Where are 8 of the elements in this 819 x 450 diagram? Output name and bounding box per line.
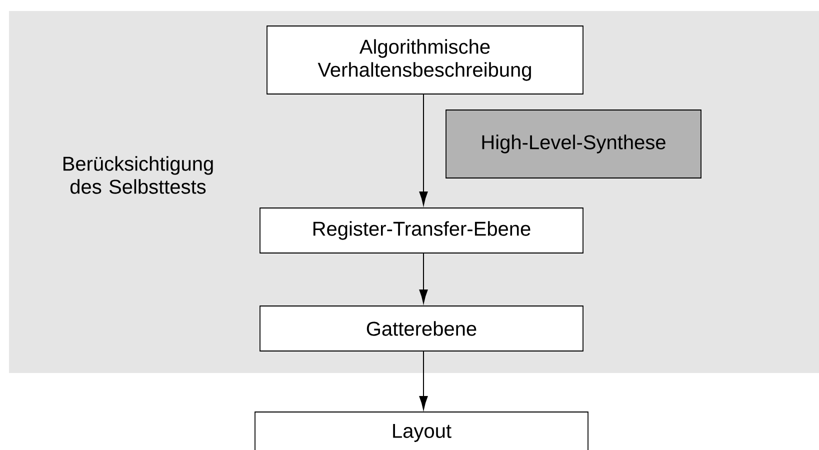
process-box: Register-Transfer-Ebene (260, 208, 584, 254)
synthesis-box: High-Level-Synthese (446, 110, 702, 178)
arrow (419, 350, 428, 410)
arrow (419, 94, 428, 206)
process-box: Layout (254, 412, 588, 450)
arrow (419, 252, 428, 304)
process-box: Gatterebene (260, 306, 584, 352)
process-box: Algorithmische Verhaltensbeschreibung (266, 26, 584, 94)
